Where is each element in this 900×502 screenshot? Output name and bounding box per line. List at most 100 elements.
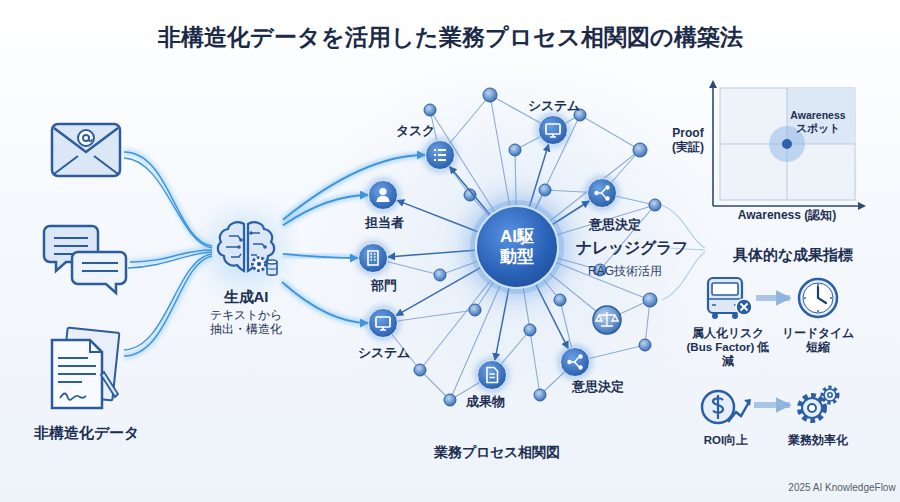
email-icon xyxy=(83,135,89,141)
connector-glow xyxy=(283,254,358,258)
entity-label: 成果物 xyxy=(466,395,505,410)
node-title: 生成AI xyxy=(224,288,269,306)
data-flow-lines xyxy=(124,256,212,356)
ai-brain-node: 生成AIテキストから 抽出・構造化 xyxy=(209,218,283,282)
entity-icon xyxy=(371,254,376,260)
document-icon xyxy=(60,394,86,400)
output-flow-lines xyxy=(662,252,705,300)
metric-icon xyxy=(790,382,846,428)
email-icon xyxy=(89,136,92,141)
entity-circle: システム xyxy=(368,308,398,338)
annotation-label: Proof (実証) xyxy=(665,126,711,155)
network-dots xyxy=(434,269,446,281)
entity-icon xyxy=(490,374,496,378)
metric-icon xyxy=(823,388,838,403)
flow-arrow xyxy=(282,282,368,323)
entity-icon xyxy=(359,244,387,272)
hub-circle: AI駆動型 xyxy=(475,205,559,289)
relation-arrow xyxy=(529,144,548,207)
relation-arrow xyxy=(396,268,481,316)
data-flow-lines xyxy=(124,152,212,356)
entity-circle: 意思決定 xyxy=(560,347,590,377)
metric-label: 業務効率化 xyxy=(788,434,848,448)
chat-icon xyxy=(72,252,126,293)
metric-icon xyxy=(799,279,837,317)
data-flow-lines xyxy=(124,152,212,246)
document-icon xyxy=(90,340,102,352)
connector-glow xyxy=(282,282,368,323)
network-dots xyxy=(649,199,661,211)
document-icon xyxy=(101,372,118,397)
metric-label: ROI向上 xyxy=(704,434,748,448)
entity-icon xyxy=(377,196,390,202)
metric-icon xyxy=(804,284,832,312)
connector-glow xyxy=(283,195,368,225)
relation-arrow xyxy=(397,200,478,231)
document-icon xyxy=(52,327,119,408)
brain-icon xyxy=(267,260,277,264)
entity-icon xyxy=(369,181,397,209)
brain-icon xyxy=(239,238,243,242)
email-icon xyxy=(54,156,118,174)
entity-label: 担当者 xyxy=(365,216,404,231)
entity-icon xyxy=(561,348,589,376)
brain-icon xyxy=(257,262,261,266)
flow-arrow xyxy=(283,254,358,258)
entity-icon xyxy=(368,251,378,265)
brain-icon xyxy=(209,218,283,282)
entity-icon xyxy=(434,150,446,160)
scale-icon xyxy=(596,312,618,326)
email-icon xyxy=(54,128,118,152)
metric-icon xyxy=(713,395,723,419)
relation-arrow xyxy=(388,250,475,257)
metric-icon-node: 属人化リスク (Bus Factor) 低減 xyxy=(700,275,756,321)
annotation-label: 業務プロセス相関図 xyxy=(434,444,560,461)
data-flow-lines xyxy=(124,256,212,356)
entity-icon xyxy=(539,116,567,144)
entity-icon xyxy=(380,327,386,330)
network-dots xyxy=(414,364,426,376)
entity-icon xyxy=(594,191,598,195)
email-icon xyxy=(52,124,120,176)
chat-icon xyxy=(82,263,118,271)
metric-icon xyxy=(790,275,846,321)
metric-icon xyxy=(803,283,833,313)
network-dots xyxy=(633,143,647,157)
entity-label: 意思決定 xyxy=(589,218,641,233)
result-arrow xyxy=(756,295,790,301)
annotation-label: 非構造化データ xyxy=(34,424,139,442)
relation-arrow xyxy=(553,201,590,225)
brain-icon xyxy=(249,231,253,235)
result-arrow xyxy=(754,402,790,408)
annotation-label: RAG技術活用 xyxy=(588,264,662,278)
entity-circle: 成果物 xyxy=(477,360,507,390)
metric-icon-node: リードタイム 短縮 xyxy=(790,275,846,321)
network-dots xyxy=(539,184,551,196)
entity-label: 部門 xyxy=(371,279,397,294)
document-icon xyxy=(58,358,96,382)
relation-arrow xyxy=(536,285,568,349)
quadrant-chart xyxy=(782,139,792,149)
annotation-label: 具体的な成果指標 xyxy=(733,246,853,264)
metric-icon xyxy=(828,393,832,397)
background-glow xyxy=(188,37,813,457)
metric-icon xyxy=(818,287,826,303)
brain-icon xyxy=(237,245,241,249)
metric-label: リードタイム 短縮 xyxy=(778,327,858,355)
entity-icon xyxy=(588,179,616,207)
data-flow-lines xyxy=(124,152,212,246)
network-dots xyxy=(639,339,651,351)
entity-circle: 意思決定 xyxy=(587,178,617,208)
entity-icon xyxy=(487,368,498,383)
brain-icon xyxy=(263,245,267,249)
metric-icon xyxy=(744,399,751,406)
brain-icon xyxy=(253,258,266,271)
entity-icon xyxy=(379,188,386,195)
entity-icon xyxy=(478,361,506,389)
scale-icon xyxy=(593,306,621,334)
network-dots xyxy=(534,389,546,401)
data-flow-lines xyxy=(124,254,212,350)
node-subtext: テキストから 抽出・構造化 xyxy=(204,308,288,337)
entity-circle: 部門 xyxy=(358,243,388,273)
